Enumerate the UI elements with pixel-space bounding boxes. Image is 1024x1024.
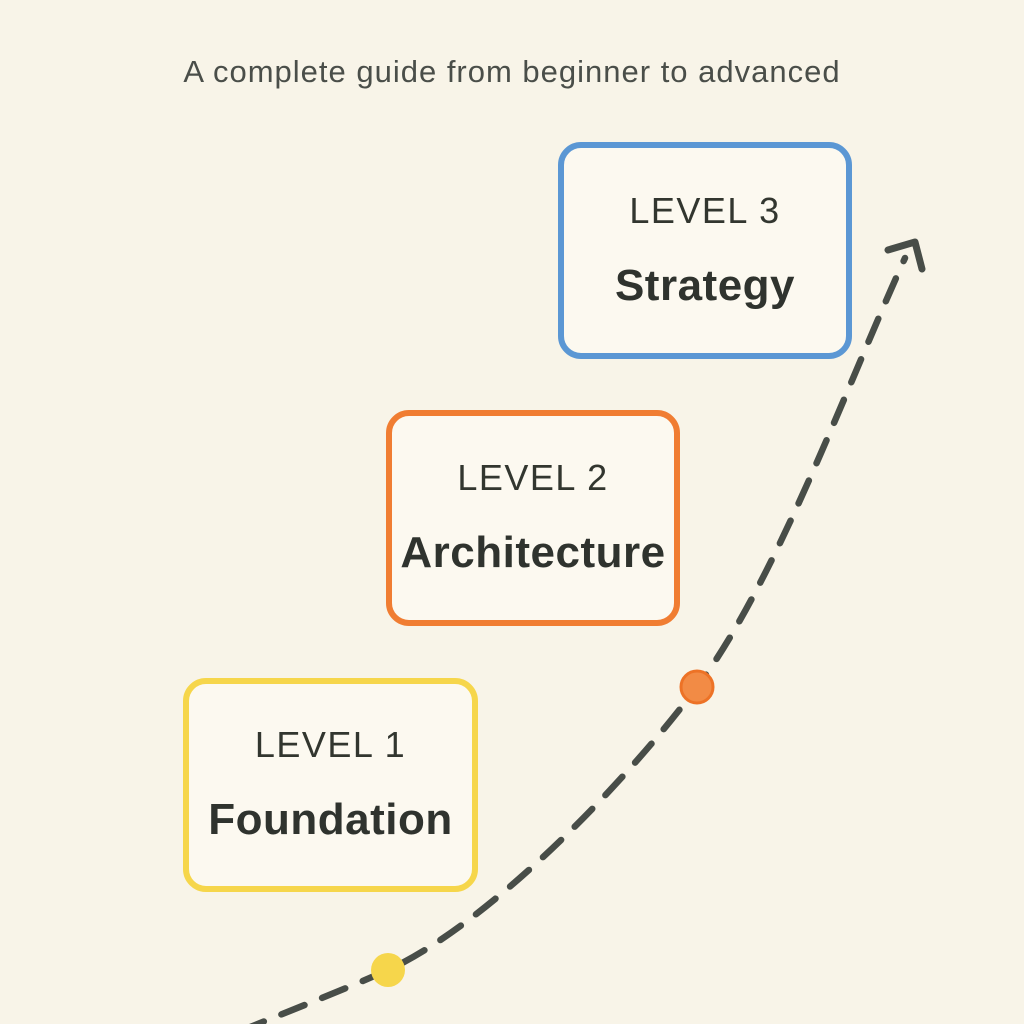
level-2-dot (679, 669, 715, 705)
dashed-growth-curve (248, 254, 909, 1024)
level-3-label: LEVEL 3 (629, 189, 781, 231)
level-1-label: LEVEL 1 (254, 724, 407, 765)
level-3-name: Strategy (614, 260, 796, 310)
page-title: A complete guide from beginner to advanc… (183, 54, 841, 89)
level-1-box: LEVEL 1 Foundation (183, 678, 478, 892)
level-1-name: Foundation (208, 795, 453, 844)
level-3-box: LEVEL 3 Strategy (558, 142, 852, 359)
level-2-name: Architecture (400, 528, 666, 577)
level-2-label: LEVEL 2 (457, 457, 609, 498)
level-2-box: LEVEL 2 Architecture (386, 410, 680, 626)
level-1-dot (371, 953, 405, 987)
arrowhead-icon (884, 238, 926, 273)
